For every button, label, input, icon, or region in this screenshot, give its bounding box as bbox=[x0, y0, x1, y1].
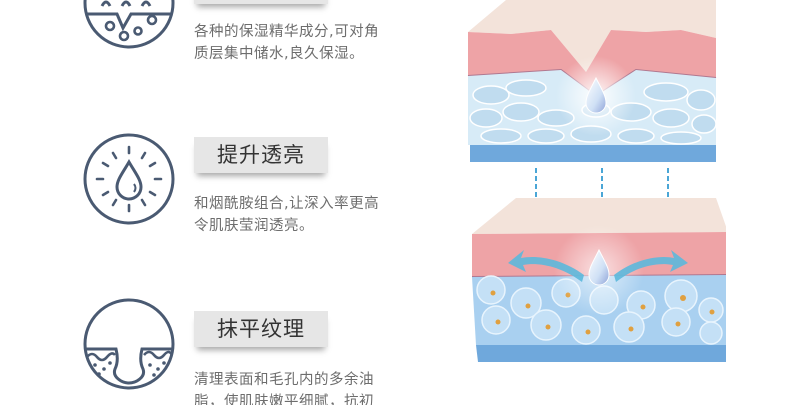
feature-title-smooth: 抹平纹理 bbox=[194, 311, 328, 347]
description-line: 和烟酰胺组合,让深入率更高 bbox=[194, 196, 380, 212]
description-line: 清理表面和毛孔内的多余油 bbox=[194, 372, 374, 388]
description-line: 令肌肤莹润透亮。 bbox=[194, 218, 314, 234]
feature-title-brighten: 提升透亮 bbox=[194, 137, 328, 173]
description-line: 质层集中储水,良久保湿。 bbox=[194, 46, 365, 62]
feature-description-brighten: 和烟酰胺组合,让深入率更高 令肌肤莹润透亮。 bbox=[194, 193, 424, 237]
skin-illustration bbox=[466, 0, 726, 380]
pore-skin-icon bbox=[82, 297, 176, 391]
feature-description-smooth: 清理表面和毛孔内的多余油 脂，使肌肤嫩平细腻，抗初 bbox=[194, 369, 424, 405]
feature-brighten: 提升透亮 和烟酰胺组合,让深入率更高 令肌肤莹润透亮。 bbox=[0, 120, 450, 270]
feature-smooth: 抹平纹理 清理表面和毛孔内的多余油 脂，使肌肤嫩平细腻，抗初 bbox=[0, 280, 450, 405]
description-line: 各种的保湿精华成分,可对角 bbox=[194, 24, 380, 40]
feature-description-moisturize: 各种的保湿精华成分,可对角 质层集中储水,良久保湿。 bbox=[194, 21, 424, 65]
skin-cross-section-before bbox=[467, 0, 717, 162]
feature-moisturize: 各种的保湿精华成分,可对角 质层集中储水,良久保湿。 bbox=[0, 0, 450, 120]
water-drop-sun-icon bbox=[82, 132, 176, 226]
feature-title-moisturize bbox=[194, 0, 328, 4]
skin-cross-section-after bbox=[471, 198, 726, 362]
description-line: 脂，使肌肤嫩平细腻，抗初 bbox=[194, 394, 374, 405]
skin-moisture-icon bbox=[82, 0, 176, 50]
